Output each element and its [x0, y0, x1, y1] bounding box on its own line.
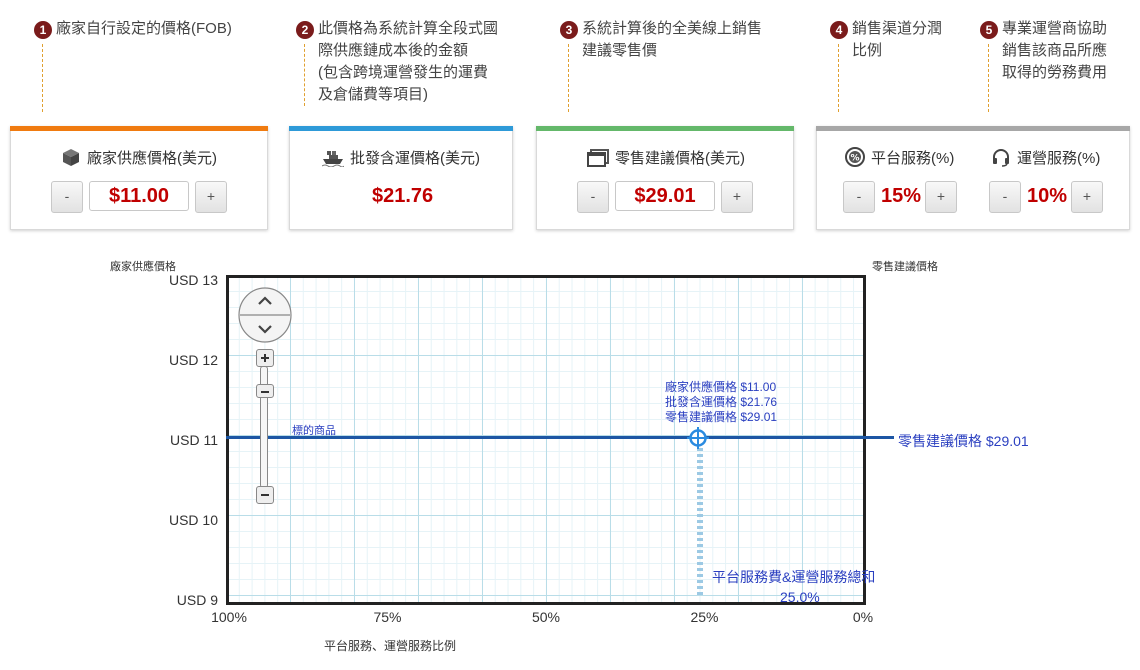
step-3-text: 系統計算後的全美線上銷售 建議零售價: [582, 20, 763, 59]
step-5-text: 專業運營商協助 銷售該商品所應 取得的勞務費用: [1002, 20, 1108, 81]
zoom-out-button[interactable]: [256, 486, 274, 504]
fee-sum-value: 25.0%: [780, 589, 820, 605]
step-1-badge: 1: [34, 21, 52, 39]
platform-fee-title: % 平台服務(%): [845, 147, 954, 171]
x-tick-label: 25%: [690, 609, 719, 625]
supplier-price-input[interactable]: $11.00: [89, 181, 189, 211]
y-tick-label: USD 10: [168, 512, 218, 528]
crosshair-icon: [687, 427, 709, 449]
platform-plus-button[interactable]: +: [925, 181, 957, 213]
retail-card-label: 零售建議價格(美元): [615, 150, 745, 167]
fee-sum-label: 平台服務費&運營服務總和: [712, 569, 876, 585]
supplier-card-accent: [10, 126, 268, 131]
retail-card-accent: [536, 126, 794, 131]
retail-minus-button[interactable]: -: [577, 181, 609, 213]
tooltip-line-wholesale: 批發含運價格 $21.76: [665, 395, 778, 409]
step-2-badge: 2: [296, 21, 314, 39]
wholesale-card-accent: [289, 126, 513, 131]
series-label: 標的商品: [292, 425, 336, 437]
tooltip-line-retail: 零售建議價格 $29.01: [665, 410, 778, 424]
operation-fee-value[interactable]: 10%: [1027, 185, 1068, 207]
fee-indicator-line: [697, 448, 703, 598]
y-tick-label: USD 11: [170, 432, 218, 448]
supplier-plus-button[interactable]: +: [195, 181, 227, 213]
step-4-connector: [838, 44, 839, 112]
percent-icon: %: [845, 147, 865, 171]
supplier-card-label: 廠家供應價格(美元): [87, 150, 217, 167]
retail-price-input[interactable]: $29.01: [615, 181, 715, 211]
plus-icon: [261, 354, 269, 362]
x-tick-label: 75%: [373, 609, 402, 625]
supplier-minus-button[interactable]: -: [51, 181, 83, 213]
fee-card-accent: [816, 126, 1130, 131]
step-3-badge: 3: [560, 21, 578, 39]
pan-up-button[interactable]: [252, 290, 278, 312]
y-tick-label: USD 13: [168, 272, 218, 288]
svg-text:%: %: [850, 154, 859, 164]
box-icon: [61, 147, 81, 171]
platform-fee-label: 平台服務(%): [871, 150, 955, 167]
right-line-label: 零售建議價格 $29.01: [898, 433, 1029, 449]
operation-fee-title: 運營服務(%): [991, 147, 1100, 171]
headset-icon: [991, 147, 1011, 171]
y-tick-label: USD 9: [176, 592, 218, 608]
supplier-price-card: 廠家供應價格(美元) - $11.00 +: [10, 126, 268, 230]
right-axis-title: 零售建議價格: [872, 261, 938, 273]
crosshair-marker[interactable]: [687, 427, 709, 449]
retail-plus-button[interactable]: +: [721, 181, 753, 213]
y-tick-label: USD 12: [168, 352, 218, 368]
x-tick-label: 100%: [211, 609, 247, 625]
wholesale-card-title: 批發含運價格(美元): [321, 147, 480, 171]
step-5-badge: 5: [980, 21, 998, 39]
window-icon: [587, 149, 609, 171]
retail-card-title: 零售建議價格(美元): [587, 147, 745, 171]
step-5-connector: [988, 44, 989, 112]
step-1-text: 廠家自行設定的價格(FOB): [56, 20, 232, 37]
step-2-connector: [304, 44, 305, 106]
series-line: [226, 436, 894, 439]
pan-down-button[interactable]: [252, 318, 278, 340]
x-tick-label: 0%: [852, 609, 874, 625]
wholesale-price-value: $21.76: [372, 185, 434, 207]
tooltip-line-supplier: 廠家供應價格 $11.00: [665, 380, 777, 394]
operation-plus-button[interactable]: +: [1071, 181, 1103, 213]
service-fee-card: % 平台服務(%) 運營服務(%) - 15% + - 10% +: [816, 126, 1130, 230]
wholesale-card-label: 批發含運價格(美元): [350, 150, 480, 167]
chevron-up-icon: [258, 296, 272, 305]
platform-minus-button[interactable]: -: [843, 181, 875, 213]
step-1-connector: [42, 44, 43, 112]
operation-minus-button[interactable]: -: [989, 181, 1021, 213]
supplier-card-title: 廠家供應價格(美元): [61, 147, 217, 171]
y-axis-title: 廠家供應價格: [110, 261, 176, 273]
minus-icon: [261, 494, 269, 496]
ship-icon: [321, 149, 345, 171]
x-axis-title: 平台服務、運營服務比例: [324, 639, 457, 653]
pan-control: [238, 287, 292, 343]
x-tick-label: 50%: [531, 609, 561, 625]
zoom-in-button[interactable]: [256, 349, 274, 367]
step-3-connector: [568, 44, 569, 112]
wholesale-price-card: 批發含運價格(美元) $21.76: [289, 126, 513, 230]
zoom-slider-handle[interactable]: [256, 384, 274, 398]
operation-fee-label: 運營服務(%): [1017, 150, 1101, 167]
slider-grip-icon: [261, 391, 269, 393]
chevron-down-icon: [258, 325, 272, 334]
retail-price-card: 零售建議價格(美元) - $29.01 +: [536, 126, 794, 230]
step-4-text: 銷售渠道分潤 比例: [852, 20, 943, 59]
step-4-badge: 4: [830, 21, 848, 39]
chart-plot-area[interactable]: [226, 275, 866, 605]
platform-fee-value[interactable]: 15%: [881, 185, 922, 207]
step-2-text: 此價格為系統計算全段式國 際供應鏈成本後的金額 (包含跨境運營發生的運費 及倉儲…: [318, 20, 499, 103]
